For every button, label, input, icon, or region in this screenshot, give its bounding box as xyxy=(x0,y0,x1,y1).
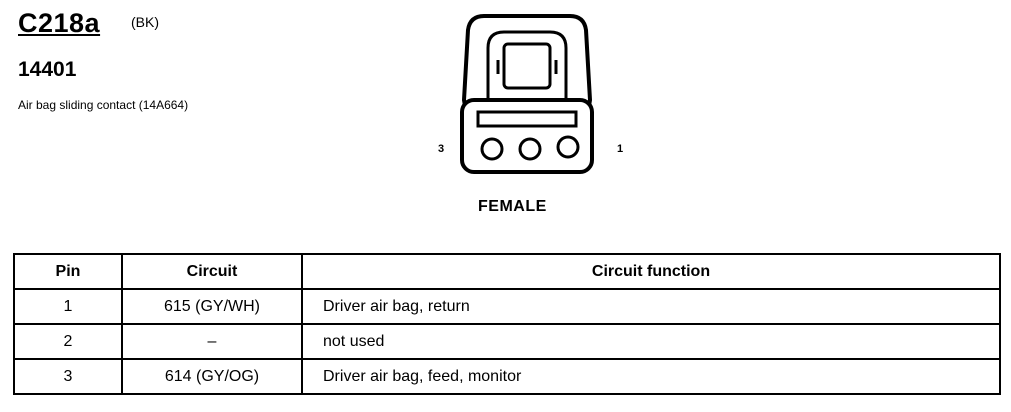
part-number: 14401 xyxy=(18,58,77,81)
pin-cavity-1 xyxy=(556,135,580,159)
table-row: 3 614 (GY/OG) Driver air bag, feed, moni… xyxy=(13,358,1001,395)
connector-outer-shroud xyxy=(461,14,593,167)
pin-cavity-3 xyxy=(480,137,504,161)
pin-label-1: 1 xyxy=(617,143,624,155)
cell-circuit-function: not used xyxy=(301,323,1001,360)
cell-pin: 2 xyxy=(13,323,123,360)
header-circuit-function: Circuit function xyxy=(301,253,1001,290)
color-code: (BK) xyxy=(131,14,159,30)
pin-cavity-2 xyxy=(518,137,542,161)
connector-latch-tab xyxy=(502,42,552,90)
cell-circuit: 615 (GY/WH) xyxy=(121,288,303,325)
connector-id: C218a xyxy=(18,8,101,38)
header-pin: Pin xyxy=(13,253,123,290)
cell-circuit: – xyxy=(121,323,303,360)
cell-circuit: 614 (GY/OG) xyxy=(121,358,303,395)
pinout-table: Pin Circuit Circuit function 1 615 (GY/W… xyxy=(13,253,1001,395)
component-description: Air bag sliding contact (14A664) xyxy=(18,98,189,112)
header-circuit: Circuit xyxy=(121,253,303,290)
table-row: 1 615 (GY/WH) Driver air bag, return xyxy=(13,288,1001,325)
cell-circuit-function: Driver air bag, return xyxy=(301,288,1001,325)
connector-face-diagram xyxy=(460,14,594,174)
pin-label-3: 3 xyxy=(438,143,445,155)
cell-pin: 3 xyxy=(13,358,123,395)
connector-key-slot xyxy=(476,110,578,128)
cell-pin: 1 xyxy=(13,288,123,325)
connector-gender-label: FEMALE xyxy=(478,198,547,215)
connector-latch-frame xyxy=(486,30,568,100)
table-row: 2 – not used xyxy=(13,323,1001,360)
cell-circuit-function: Driver air bag, feed, monitor xyxy=(301,358,1001,395)
table-header-row: Pin Circuit Circuit function xyxy=(13,253,1001,290)
